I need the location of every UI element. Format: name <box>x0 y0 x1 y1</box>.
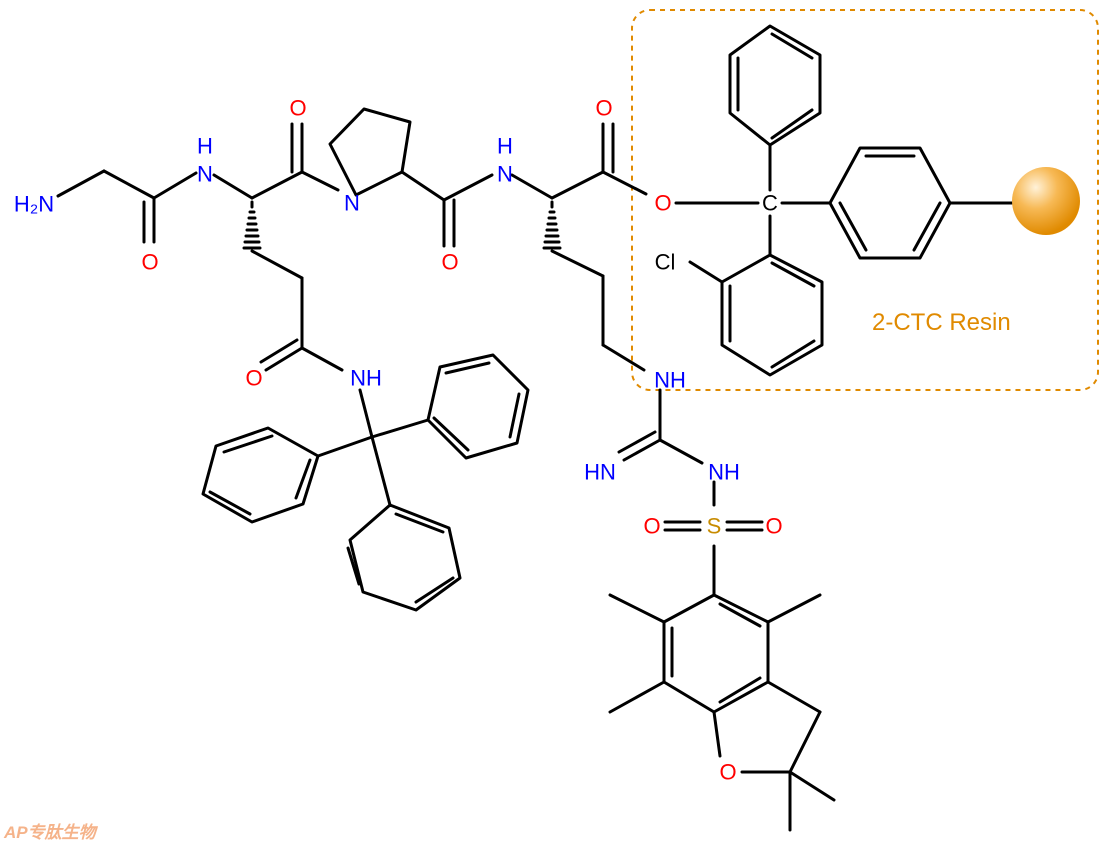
sulfonamide-nh-label: NH <box>708 460 740 485</box>
arg-carbonyl-o-label: O <box>595 96 612 121</box>
chlorine-label: Cl <box>655 250 676 275</box>
furan-o-label: O <box>719 760 736 785</box>
gly-nh-h-label: H <box>197 134 213 159</box>
glu-side-o-label: O <box>245 366 262 391</box>
trityl-nh-label: NH <box>350 366 382 391</box>
ester-o-label: O <box>654 191 671 216</box>
arg-n-label: N <box>497 162 513 187</box>
pro-n-label: N <box>344 191 360 216</box>
imine-hn-label: HN <box>584 460 616 485</box>
resin-region-box <box>631 9 1099 391</box>
sulfonyl-o-left-label: O <box>643 514 660 539</box>
trityl-c-label: C <box>762 191 778 216</box>
gly-carbonyl-o-label: O <box>141 250 158 275</box>
guanidine-nh-label: NH <box>654 368 686 393</box>
pro-carbonyl-o-label: O <box>441 250 458 275</box>
sulfonyl-o-right-label: O <box>765 514 782 539</box>
atom-labels: H₂N H N O O N O H N O O C Cl O NH NH HN … <box>14 96 783 785</box>
gly-n-label: N <box>197 162 213 187</box>
arg-nh-h-label: H <box>497 134 513 159</box>
glu-carbonyl-o-label: O <box>289 96 306 121</box>
watermark-text: AP专肽生物 <box>3 823 99 842</box>
bond-lines <box>56 24 1014 832</box>
resin-label: 2-CTC Resin <box>872 309 1011 336</box>
sulfur-label: S <box>707 514 722 539</box>
resin-bead-icon <box>1012 167 1080 235</box>
amine-label: H₂N <box>14 192 54 217</box>
